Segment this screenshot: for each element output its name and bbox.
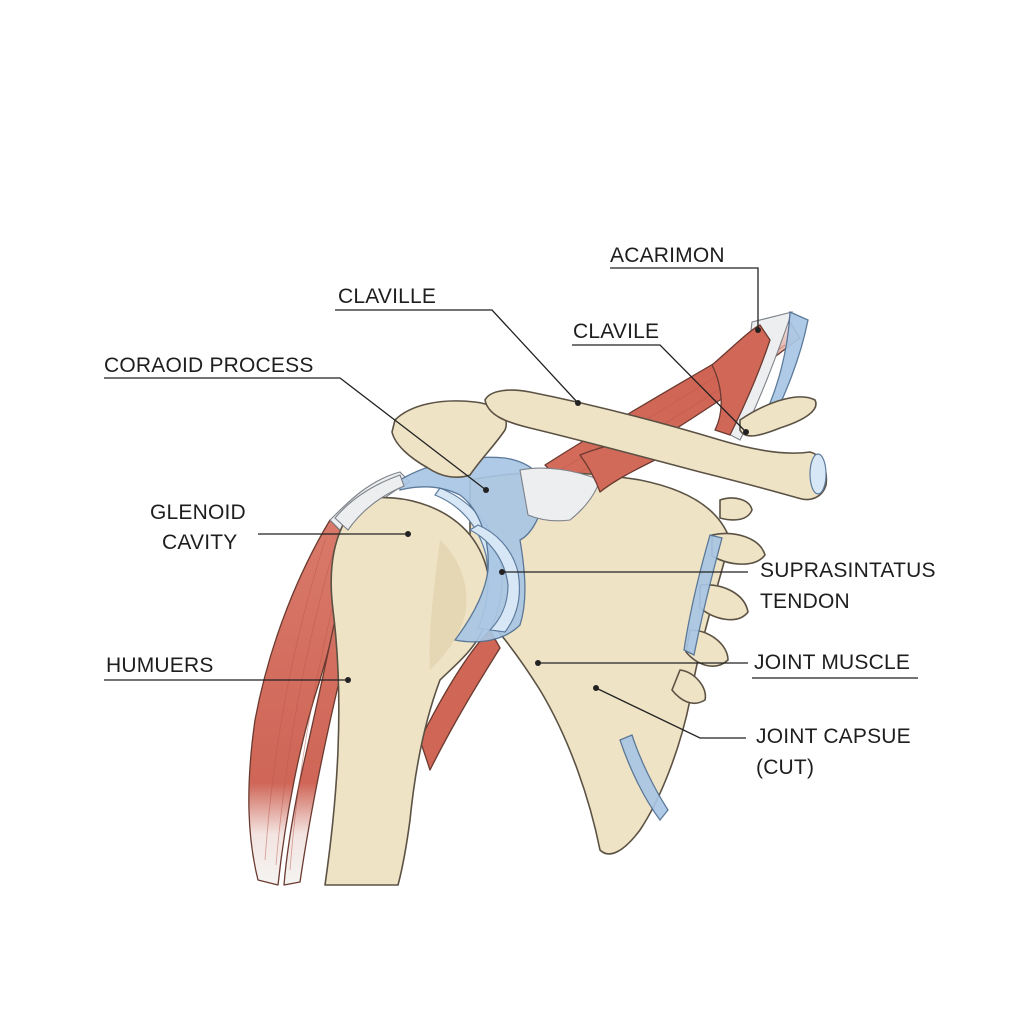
label-supraspinatus-2: TENDON [760,590,850,613]
label-capsule-2: (CUT) [756,756,814,779]
clavicle-end [809,453,827,495]
label-supraspinatus-1: SUPRASINTATUS [760,559,936,582]
label-acromion: ACARIMON [610,244,725,267]
coracoid-tendon [519,467,601,522]
dot-supraspinatus [499,569,505,575]
dot-glenoid [405,531,411,537]
label-humerus: HUMUERS [106,654,214,677]
humerus-shade [429,540,467,670]
biceps-tendon [334,474,405,531]
teres-muscle [419,629,501,771]
leader-capsule [595,687,746,739]
label-capsule-1: JOINT CAPSUE [756,725,911,748]
lower-capsule-strip [619,734,669,822]
leader-lines [104,267,918,739]
leader-clavicle-top [335,309,579,404]
leader-acromion [610,267,759,330]
acromion-muscle [711,324,771,436]
dot-clavicle-top [575,400,581,406]
coracoid-process [391,400,507,478]
glenoid-rim [468,524,521,633]
dot-clavicle-right [743,429,749,435]
dot-humerus [345,677,351,683]
dot-joint-muscle [535,660,541,666]
label-coracoid: CORAOID PROCESS [104,354,314,377]
dot-coracoid [483,487,489,493]
leader-clavicle-right [572,344,747,433]
label-glenoid-1: GLENOID [150,501,246,524]
dot-acromion [755,327,761,333]
label-joint-muscle: JOINT MUSCLE [754,651,910,674]
labels: ACARIMON CLAVILLE CLAVILE CORAOID PROCES… [104,244,936,779]
label-clavicle-top: CLAVILLE [338,285,436,308]
dot-capsule [593,685,599,691]
label-glenoid-2: CAVITY [162,531,238,554]
clavicle [484,389,828,501]
label-clavicle-right: CLAVILE [573,320,659,343]
leader-coracoid [104,377,487,491]
